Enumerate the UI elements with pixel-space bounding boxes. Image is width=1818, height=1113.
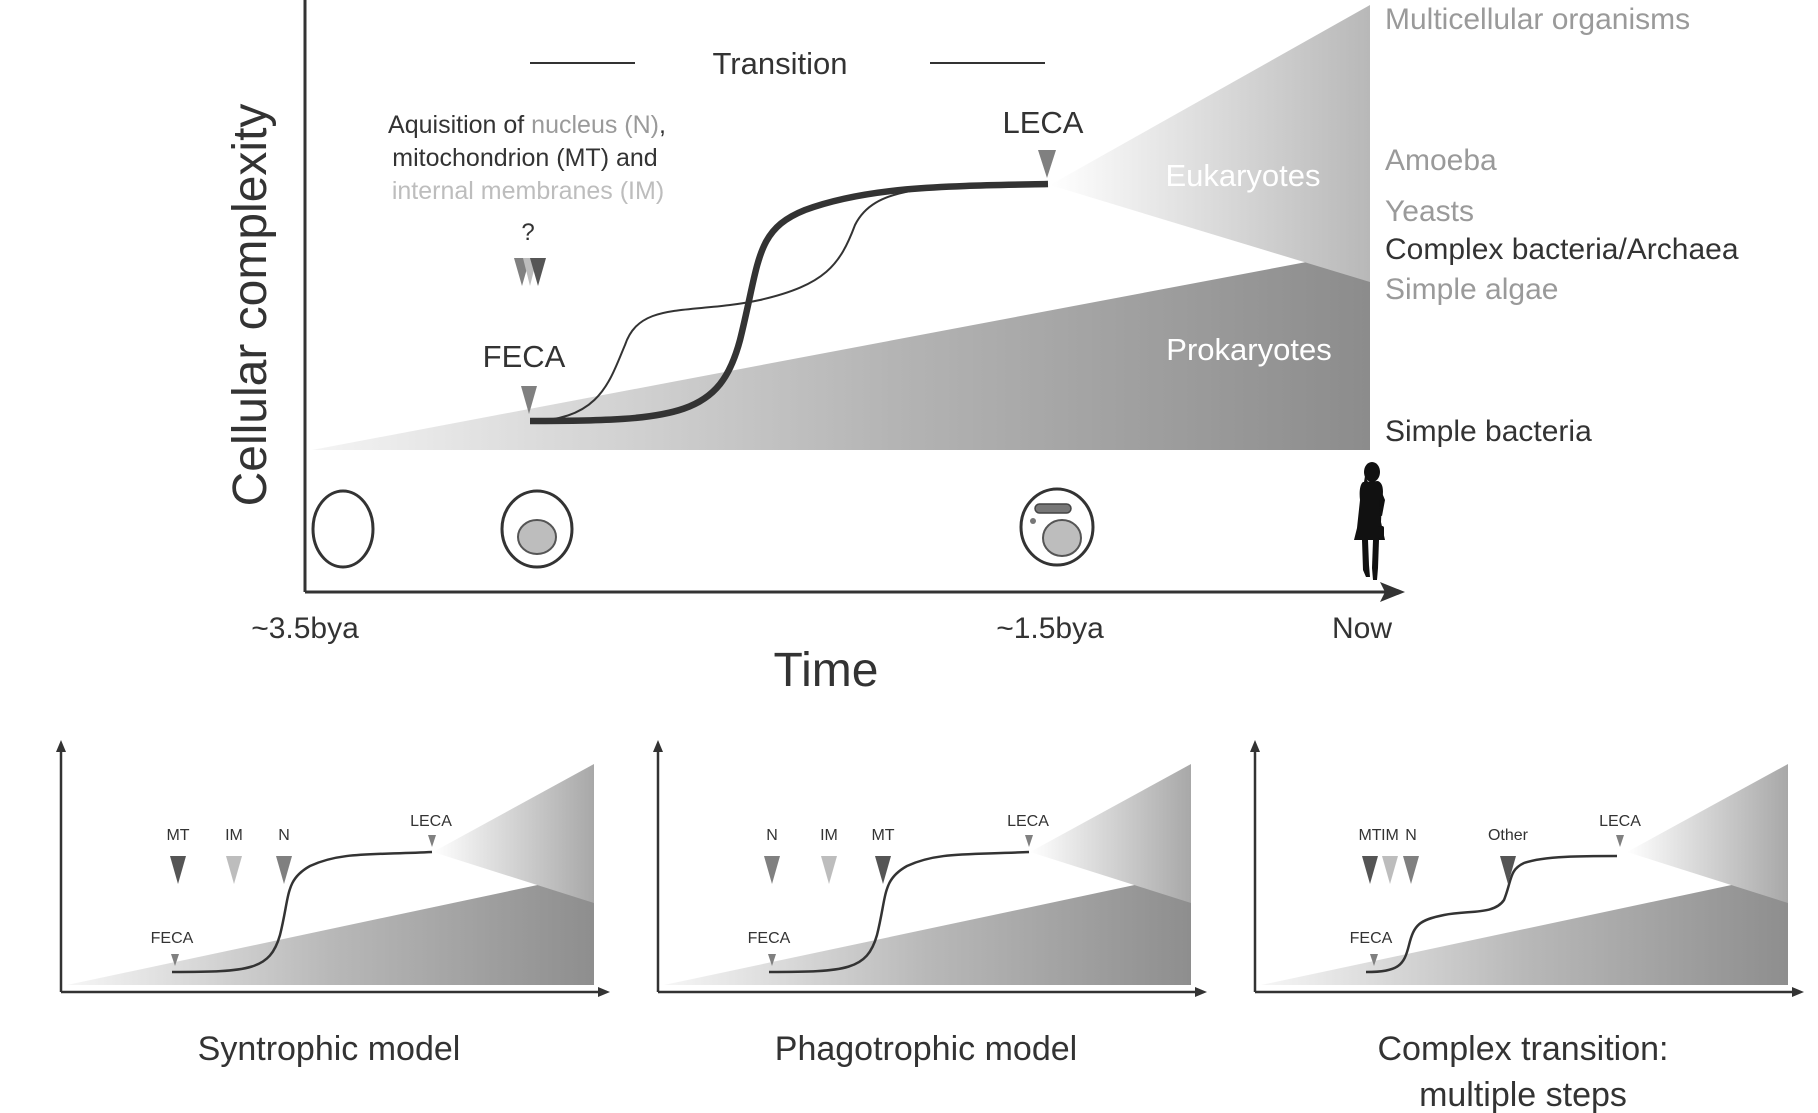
panel-leca-label: LECA: [1599, 813, 1641, 830]
y-axis-label: Cellular complexity: [224, 104, 277, 507]
panel-leca-marker-icon: [428, 835, 436, 847]
leca-marker-icon: [1038, 150, 1056, 178]
question-mark: ?: [521, 219, 534, 246]
panel-eukaryote-wedge: [433, 764, 594, 903]
organism-simple-bacteria: Simple bacteria: [1385, 415, 1592, 448]
acquisition-prefix: Aquisition of: [388, 111, 531, 139]
time-tick-now: Now: [1332, 612, 1392, 645]
panel-title: Syntrophic model: [198, 1030, 461, 1068]
organism-simple-algae: Simple algae: [1385, 273, 1558, 306]
panel-x-arrowhead: [1792, 987, 1804, 997]
mt-marker-icon: [875, 856, 891, 884]
prokaryote-cell-icon: [311, 489, 375, 569]
acquisition-comma: ,: [659, 111, 666, 139]
im-marker-icon: [1382, 856, 1398, 884]
panel-y-arrowhead: [653, 740, 663, 752]
feca-marker-icon: [521, 386, 537, 414]
panel-eukaryote-wedge: [1627, 764, 1788, 903]
panel-marker-label: N: [766, 827, 778, 844]
panel-marker-label: MT: [871, 827, 894, 844]
panel-prokaryote-wedge: [664, 873, 1191, 985]
prokaryotes-label: Prokaryotes: [1166, 332, 1331, 367]
time-tick-middle: ~1.5bya: [996, 612, 1104, 645]
panel-marker-label: N: [278, 827, 290, 844]
prokaryotes-wedge: [312, 250, 1370, 450]
eukaryotes-label: Eukaryotes: [1165, 158, 1320, 193]
panel-curve: [1365, 854, 1618, 974]
panel-marker-label: IM: [225, 827, 243, 844]
thick-transition-curve: [529, 180, 1049, 425]
im-marker-icon: [226, 856, 242, 884]
panel-marker-label: IM: [820, 827, 838, 844]
panel-marker-label: MT: [1358, 827, 1381, 844]
mt-marker-icon: [530, 258, 546, 286]
human-silhouette-icon: [1354, 462, 1385, 580]
panel-eukaryote-wedge: [1030, 764, 1191, 903]
panel-leca-label: LECA: [1007, 813, 1049, 830]
organism-complex-bacteria: Complex bacteria/Archaea: [1385, 233, 1739, 266]
leca-label: LECA: [1003, 105, 1084, 140]
n-marker-icon: [276, 856, 292, 884]
panel-title-line-1: Complex transition:: [1377, 1030, 1668, 1068]
panel-title-line-2: multiple steps: [1419, 1076, 1627, 1113]
n-marker-icon: [1403, 856, 1419, 884]
panel-leca-marker-icon: [1025, 835, 1033, 847]
n-marker-icon: [764, 856, 780, 884]
panel-phagotrophic: FECA LECA N IM MT Phagotrophic model: [653, 740, 1207, 1068]
panel-curve: [768, 850, 1030, 974]
panel-leca-label: LECA: [410, 813, 452, 830]
thin-transition-curve: [529, 183, 1049, 422]
panel-prokaryote-wedge: [67, 873, 594, 985]
panel-marker-label: Other: [1488, 827, 1529, 844]
panel-y-arrowhead: [1250, 740, 1260, 752]
panel-feca-label: FECA: [151, 930, 194, 947]
acquisition-line-3: internal membranes (IM): [392, 177, 664, 205]
panel-marker-label: IM: [1381, 827, 1399, 844]
x-axis-label: Time: [774, 644, 879, 697]
organism-yeasts: Yeasts: [1385, 195, 1474, 228]
panel-feca-marker-icon: [171, 954, 179, 966]
panel-y-arrowhead: [56, 740, 66, 752]
panel-marker-label: N: [1405, 827, 1417, 844]
acquisition-line-1: Aquisition of nucleus (N),: [388, 111, 666, 139]
panel-feca-marker-icon: [1370, 954, 1378, 966]
panel-leca-marker-icon: [1616, 835, 1624, 847]
x-axis-arrowhead: [1380, 582, 1405, 602]
panel-feca-label: FECA: [748, 930, 791, 947]
main-diagram: Transition Aquisition of nucleus (N), mi…: [224, 0, 1739, 697]
organism-multicellular: Multicellular organisms: [1385, 3, 1690, 36]
transition-label: Transition: [713, 46, 848, 81]
mt-marker-icon: [1362, 856, 1378, 884]
panel-feca-marker-icon: [768, 954, 776, 966]
panel-feca-label: FECA: [1350, 930, 1393, 947]
panel-x-arrowhead: [1195, 987, 1207, 997]
panel-curve: [171, 850, 433, 974]
panel-x-arrowhead: [598, 987, 610, 997]
panel-complex-transition: FECA LECA MT IM N Other Complex transiti…: [1250, 740, 1804, 1113]
eukaryote-cell-icon: [1019, 487, 1095, 567]
eukaryotes-wedge: [1050, 5, 1370, 282]
feca-label: FECA: [483, 339, 566, 374]
other-marker-icon: [1500, 856, 1516, 884]
panel-prokaryote-wedge: [1261, 873, 1788, 985]
panel-title: Phagotrophic model: [775, 1030, 1077, 1068]
acquisition-line-2: mitochondrion (MT) and: [392, 144, 657, 172]
panel-syntrophic: FECA LECA MT IM N Syntrophic model: [56, 740, 610, 1068]
mt-marker-icon: [170, 856, 186, 884]
im-marker-icon: [821, 856, 837, 884]
acquisition-nucleus: nucleus (N): [531, 111, 659, 139]
nucleated-cell-icon: [500, 489, 574, 569]
panel-marker-label: MT: [166, 827, 189, 844]
time-tick-start: ~3.5bya: [251, 612, 359, 645]
organism-amoeba: Amoeba: [1385, 144, 1497, 177]
